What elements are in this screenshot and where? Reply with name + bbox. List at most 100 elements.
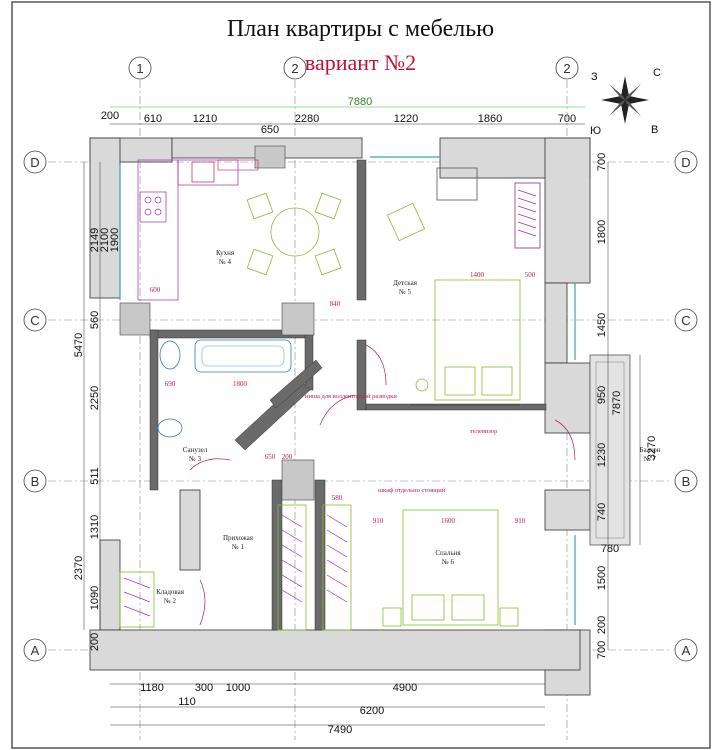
dim-right-950: 950 [596,386,608,404]
dim-left-511: 511 [89,467,101,485]
room-bedroom-num: № 6 [442,558,454,566]
svg-text:С: С [653,67,661,79]
dim-top-1860: 1860 [478,113,502,125]
dim-bottom-6200: 6200 [360,705,384,717]
dim-left-1090: 1090 [89,586,101,610]
dim-right-700-bottom: 700 [596,641,608,659]
axis-bubble-a-left [23,638,47,662]
dim-top-610: 610 [144,113,162,125]
dim-kitchen-600: 600 [150,286,161,294]
room-balcony-name: Балкон [640,446,661,454]
axis-label-d-right: D [681,155,690,170]
dim-right-1800: 1800 [596,220,608,244]
room-kitchen-num: № 4 [219,258,231,266]
dim-top-1210: 1210 [193,113,217,125]
dim-left-5470: 5470 [73,333,85,357]
bathroom-fixtures [157,339,292,438]
kitchen-units [137,159,239,301]
axis-label-a-left: A [31,643,40,658]
doors [189,344,576,626]
axis-bubble-1-top [128,56,152,80]
axis-bubble-a-right [674,638,698,662]
dim-right-7870: 7870 [611,391,623,415]
dim-right-200: 200 [596,616,608,634]
columns [119,145,315,501]
dim-left-2149: 2149 [89,228,101,252]
dim-bath-690: 690 [165,380,176,388]
svg-text:З: З [591,71,598,83]
exterior-walls [89,137,591,696]
dim-840: 840 [330,300,341,308]
room-bath-num: № 3 [189,455,201,463]
dim-top-200: 200 [101,110,119,122]
dim-200: 200 [282,453,293,461]
dining-set [246,192,342,276]
kitchen-door [217,159,259,171]
axis-bubble-d-left [23,150,47,174]
dim-left-2250: 2250 [89,386,101,410]
dim-top-2280: 2280 [295,113,319,125]
dim-bottom-1000: 1000 [226,682,250,694]
balcony [589,354,631,546]
dim-bed-500: 500 [525,271,536,279]
dim-bottom-110: 110 [178,696,196,708]
dim-bottom-1180: 1180 [140,682,164,694]
dim-right-3270: 3270 [646,436,658,460]
room-hall-name: Прихожая [223,534,254,542]
annotation-tv: телевизор [470,428,497,435]
dim-bottom-4900: 4900 [393,682,417,694]
room-balcony-num: № 7 [644,455,656,463]
room-kitchen-name: Кухня [216,249,235,257]
compass-rose-icon: С З В Ю [590,67,661,137]
room-hall-num: № 1 [232,543,244,551]
dim-top-650: 650 [261,124,279,136]
axis-bubble-2-top [283,56,307,80]
axis-bubble-b-left [23,469,47,493]
bedroom-furniture [119,504,519,631]
dim-top-1220: 1220 [394,113,418,125]
axis-label-d-left: D [30,155,39,170]
dimension-lines [83,106,641,726]
room-bedroom-name: Спальня [435,549,461,557]
dim-bottom-300: 300 [195,682,213,694]
dim-left-2370: 2370 [73,556,85,580]
axis-label-2: 2 [291,61,298,76]
dim-right-1230: 1230 [596,443,608,467]
annotation-wardrobe: шкаф отдельно стоящий [378,487,446,494]
interior-walls [149,159,547,631]
axis-label-a-right: A [682,643,691,658]
axis-label-b-left: B [31,474,40,489]
dim-top-total: 7880 [348,96,372,108]
room-kids-name: Детская [393,279,418,287]
dim-bath-1800: 1800 [233,380,248,388]
room-kids-num: № 5 [399,288,411,296]
room-bath-name: Санузел [183,446,208,454]
dim-580: 580 [332,494,343,502]
axis-label-c-right: C [681,313,690,328]
dim-right-1450: 1450 [596,313,608,337]
dim-left-1900: 1900 [109,228,121,252]
page-title: План квартиры с мебелью [226,16,495,42]
axis-bubble-b-right [674,469,698,493]
dim-bottom-7490: 7490 [328,724,352,736]
dim-bed-1400: 1400 [470,271,485,279]
dim-top-700: 700 [558,113,576,125]
sheet-border [11,1,711,749]
room-storage-name: Кладовая [156,588,185,596]
dim-left-560: 560 [89,311,101,329]
axis-label-1: 1 [136,61,143,76]
dim-bedroom-1600: 1600 [441,517,456,525]
hall-wardrobes [123,514,348,617]
room-storage-num: № 2 [164,597,176,605]
dim-left-2100: 2100 [99,228,111,252]
dim-right-1500: 1500 [596,566,608,590]
axis-bubble-c-right [674,308,698,332]
axis-bubble-c-left [23,308,47,332]
axis-bubble-d-right [674,150,698,174]
svg-text:Ю: Ю [590,125,601,137]
axis-label-2-right: 2 [563,61,570,76]
dim-left-200: 200 [89,633,101,651]
dim-right-780: 780 [601,543,619,555]
svg-text:В: В [651,124,658,136]
